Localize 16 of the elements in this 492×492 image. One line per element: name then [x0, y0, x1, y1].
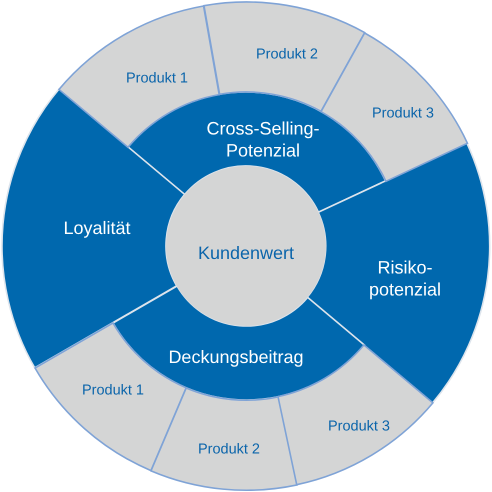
segment-label: Deckungsbeitrag [167, 347, 305, 369]
ring-segment [204, 2, 364, 112]
segment-label: Produkt 2 [196, 441, 262, 459]
segment-label: Produkt 2 [254, 46, 320, 64]
ring-segment [307, 142, 490, 403]
segment-label: Produkt 3 [370, 105, 436, 123]
segment-label: Cross-Selling-Potenzial [205, 118, 320, 162]
segment-label: Loyalität [62, 218, 132, 240]
segment-label: Produkt 1 [124, 70, 190, 88]
segment-label: Risiko-potenzial [368, 257, 442, 301]
center-circle [166, 166, 326, 326]
segment-label: Kundenwert [196, 243, 296, 265]
segment-label: Produkt 3 [326, 418, 392, 436]
ring-segment [320, 32, 468, 181]
ring-segment [150, 388, 297, 490]
segment-label: Produkt 1 [80, 382, 146, 400]
